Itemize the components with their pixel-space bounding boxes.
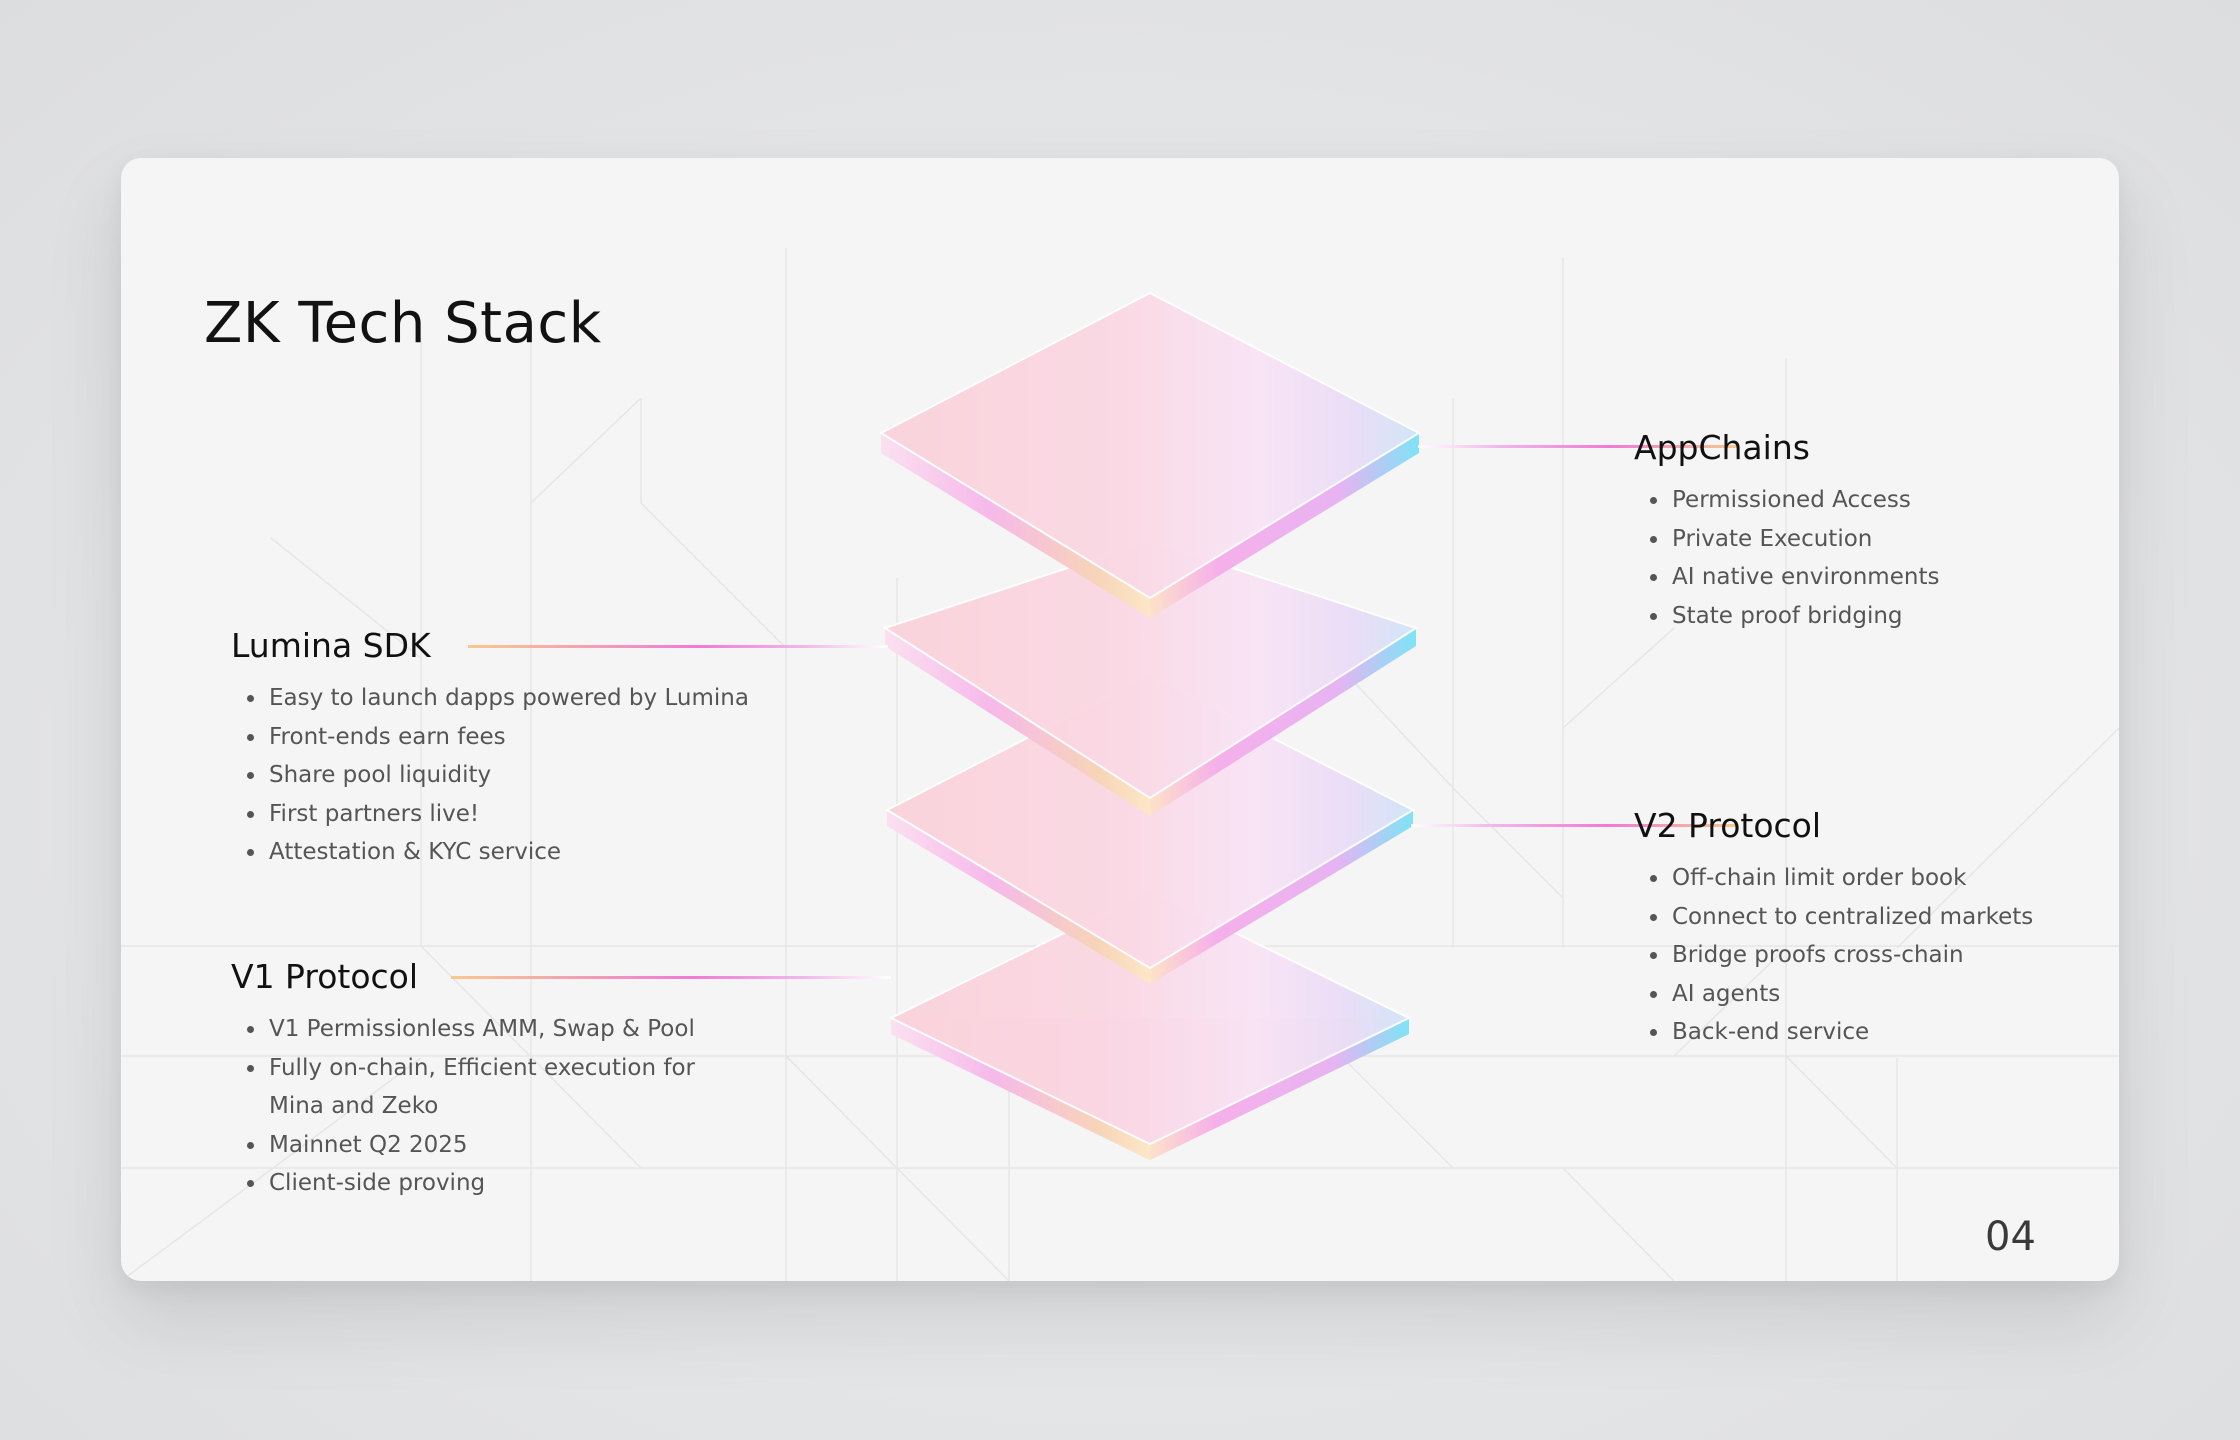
v2-protocol-section: V2 Protocol Off-chain limit order book C… — [1634, 806, 2094, 1052]
list-item: Easy to launch dapps powered by Lumina — [247, 679, 791, 718]
list-item: AI native environments — [1650, 558, 2094, 597]
v2-protocol-heading: V2 Protocol — [1634, 806, 1822, 845]
list-item: Bridge proofs cross-chain — [1650, 936, 2094, 975]
layer-stack-illustration — [451, 291, 1738, 1160]
layer-4 — [888, 889, 1412, 1160]
lumina-sdk-section: Lumina SDK Easy to launch dapps powered … — [231, 626, 791, 872]
list-item: Private Execution — [1650, 520, 2094, 559]
list-item: Client-side proving — [247, 1164, 751, 1203]
v1-protocol-list: V1 Permissionless AMM, Swap & Pool Fully… — [231, 1010, 751, 1203]
connector-lines — [451, 445, 1738, 979]
layer-1 — [878, 291, 1422, 618]
list-item: Fully on-chain, Efficient execution for … — [247, 1049, 709, 1126]
list-item: Front-ends earn fees — [247, 718, 791, 757]
appchains-heading: AppChains — [1634, 428, 1810, 467]
list-item: Permissioned Access — [1650, 481, 2094, 520]
layer-2 — [882, 539, 1419, 816]
page-number: 04 — [1985, 1214, 2036, 1260]
v1-protocol-heading: V1 Protocol — [231, 957, 419, 996]
layer-3 — [884, 673, 1416, 984]
list-item: Off-chain limit order book — [1650, 859, 2094, 898]
list-item: Back-end service — [1650, 1013, 2094, 1052]
v1-protocol-section: V1 Protocol V1 Permissionless AMM, Swap … — [231, 957, 751, 1203]
list-item: V1 Permissionless AMM, Swap & Pool — [247, 1010, 751, 1049]
list-item: Connect to centralized markets — [1650, 898, 2094, 937]
background-grid-pattern — [121, 248, 2119, 1281]
list-item: Share pool liquidity — [247, 756, 791, 795]
list-item: Attestation & KYC service — [247, 833, 791, 872]
lumina-sdk-heading: Lumina SDK — [231, 626, 431, 665]
page-title: ZK Tech Stack — [204, 290, 602, 356]
list-item: AI agents — [1650, 975, 2094, 1014]
list-item: State proof bridging — [1650, 597, 2094, 636]
appchains-list: Permissioned Access Private Execution AI… — [1634, 481, 2094, 635]
slide: ZK Tech Stack — [121, 158, 2119, 1281]
list-item: First partners live! — [247, 795, 791, 834]
lumina-sdk-list: Easy to launch dapps powered by Lumina F… — [231, 679, 791, 872]
v2-protocol-list: Off-chain limit order book Connect to ce… — [1634, 859, 2094, 1052]
appchains-section: AppChains Permissioned Access Private Ex… — [1634, 428, 2094, 635]
list-item: Mainnet Q2 2025 — [247, 1126, 751, 1165]
